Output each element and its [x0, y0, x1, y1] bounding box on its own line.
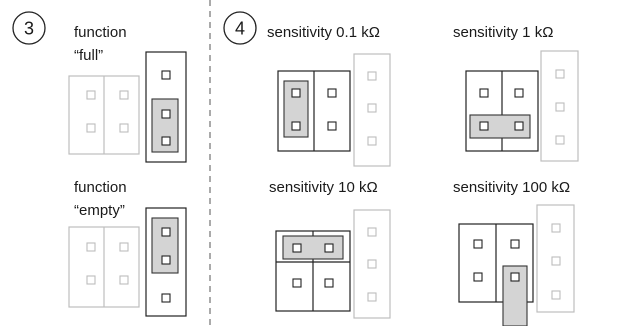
pin: [473, 239, 483, 249]
step-4-number: 4: [235, 19, 245, 39]
pin: [86, 242, 96, 252]
function-empty-label-line2: “empty”: [74, 202, 125, 219]
pin: [161, 227, 171, 237]
pin: [510, 239, 520, 249]
pin: [367, 227, 377, 237]
pin: [324, 278, 334, 288]
pin: [551, 290, 561, 300]
pin: [367, 292, 377, 302]
sensitivity-01-diagram: [277, 53, 391, 167]
step-4-circle: [223, 11, 257, 45]
function-empty-label-line1: function: [74, 179, 127, 196]
pin: [367, 259, 377, 269]
pin: [514, 88, 524, 98]
pin: [292, 243, 302, 253]
pin: [551, 223, 561, 233]
pin: [551, 256, 561, 266]
sensitivity-01-label: sensitivity 0.1 kΩ: [267, 24, 380, 41]
jumper: [151, 217, 179, 274]
pin: [119, 275, 129, 285]
sensitivity-10-diagram: [275, 209, 391, 319]
pin: [510, 272, 520, 282]
sensitivity-100-diagram: [458, 204, 575, 326]
step-3-number: 3: [24, 19, 34, 39]
pin: [367, 103, 377, 113]
pin: [161, 136, 171, 146]
pin: [161, 70, 171, 80]
pin: [555, 69, 565, 79]
pin: [473, 272, 483, 282]
pin: [367, 71, 377, 81]
pin: [324, 243, 334, 253]
jumper: [282, 235, 344, 260]
pin: [327, 121, 337, 131]
sensitivity-1-label: sensitivity 1 kΩ: [453, 24, 553, 41]
pin: [514, 121, 524, 131]
sensitivity-1-diagram: [465, 50, 579, 162]
pin: [119, 123, 129, 133]
pin: [86, 275, 96, 285]
pin: [327, 88, 337, 98]
jumper: [469, 114, 531, 139]
pin: [555, 135, 565, 145]
pin: [479, 121, 489, 131]
pin: [292, 278, 302, 288]
function-full-label-line2: “full”: [74, 47, 103, 64]
function-empty-diagram: [68, 207, 187, 317]
pin: [367, 136, 377, 146]
pin: [291, 121, 301, 131]
pin: [161, 109, 171, 119]
sensitivity-10-label: sensitivity 10 kΩ: [269, 179, 378, 196]
pin: [119, 242, 129, 252]
pin: [161, 293, 171, 303]
pin: [119, 90, 129, 100]
pin: [161, 255, 171, 265]
function-full-diagram: [68, 51, 187, 163]
sensitivity-100-label: sensitivity 100 kΩ: [453, 179, 570, 196]
function-full-label-line1: function: [74, 24, 127, 41]
pin: [86, 90, 96, 100]
pin: [86, 123, 96, 133]
pin: [291, 88, 301, 98]
pin: [555, 102, 565, 112]
step-3-circle: [12, 11, 46, 45]
pin: [479, 88, 489, 98]
